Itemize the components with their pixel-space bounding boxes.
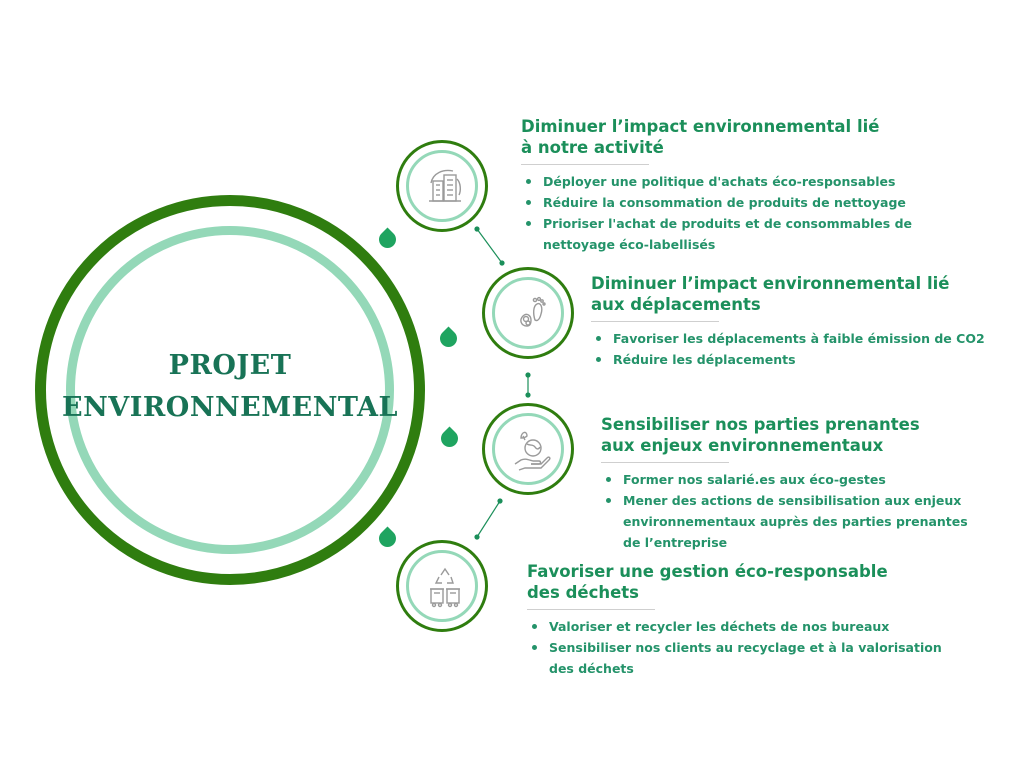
connector-dot: [474, 226, 480, 232]
section-title-line2: à notre activité: [521, 138, 664, 157]
section-title: Sensibiliser nos parties prenantes aux e…: [601, 414, 1011, 456]
connector-dot: [499, 260, 505, 266]
bullet-dot: [526, 179, 531, 184]
center-title-line2: ENVIRONNEMENTAL: [62, 392, 398, 423]
section-title: Diminuer l’impact environnemental lié au…: [591, 273, 1011, 315]
section-title-line1: Favoriser une gestion éco-responsable: [527, 562, 888, 581]
list-item: Réduire les déplacements: [591, 349, 1011, 370]
connector-line: [476, 500, 501, 538]
node-travel: [482, 267, 574, 359]
section-title-line1: Diminuer l’impact environnemental lié: [591, 274, 950, 293]
section-title: Favoriser une gestion éco-responsable de…: [527, 561, 947, 603]
list-item-text: Mener des actions de sensibilisation aux…: [623, 493, 962, 508]
list-item: Former nos salarié.es aux éco-gestes: [601, 469, 1011, 490]
list-item: Prioriser l'achat de produits et de cons…: [521, 213, 921, 255]
node-stakeholders-inner-ring: [492, 413, 564, 485]
section-divider: [527, 609, 655, 610]
node-travel-inner-ring: [492, 277, 564, 349]
list-item-text: Prioriser l'achat de produits et de cons…: [543, 216, 912, 231]
list-item-text: Sensibiliser nos clients au recyclage et…: [549, 640, 942, 655]
recycle-bins-icon: [430, 567, 460, 608]
list-item-text: Former nos salarié.es aux éco-gestes: [623, 472, 886, 487]
section-divider: [591, 321, 719, 322]
section-divider: [521, 164, 649, 165]
node-waste-inner-ring: [406, 550, 478, 622]
main-circle-outer-ring: [35, 195, 425, 585]
bullet-dot: [606, 477, 611, 482]
section-title-line1: Diminuer l’impact environnemental lié: [521, 117, 880, 136]
list-item-text: Réduire la consommation de produits de n…: [543, 195, 906, 210]
node-activity: [396, 140, 488, 232]
node-stakeholders: [482, 403, 574, 495]
bullet-dot: [526, 200, 531, 205]
center-title: PROJET ENVIRONNEMENTAL: [60, 345, 400, 429]
list-item: Sensibiliser nos clients au recyclage et…: [527, 637, 947, 679]
list-item-text-continued: environnementaux auprès des parties pren…: [623, 514, 968, 529]
node-waste: [396, 540, 488, 632]
section-list: Favoriser les déplacements à faible émis…: [591, 328, 1011, 370]
section-title-line2: aux déplacements: [591, 295, 761, 314]
bullet-dot: [532, 645, 537, 650]
leaf-icon: [375, 227, 400, 252]
section-list: Valoriser et recycler les déchets de nos…: [527, 616, 947, 679]
connector-dot: [497, 498, 503, 504]
buildings-icon: [429, 169, 462, 202]
section-travel: Diminuer l’impact environnemental lié au…: [591, 273, 1011, 370]
list-item-text: Favoriser les déplacements à faible émis…: [613, 331, 985, 346]
leaf-icon: [437, 426, 462, 451]
list-item-text-continued: nettoyage éco-labellisés: [543, 237, 716, 252]
list-item: Déployer une politique d'achats éco-resp…: [521, 171, 921, 192]
node-activity-inner-ring: [406, 150, 478, 222]
connector-dot: [525, 372, 531, 378]
bullet-dot: [532, 624, 537, 629]
list-item: Favoriser les déplacements à faible émis…: [591, 328, 1011, 349]
bullet-dot: [596, 336, 601, 341]
list-item-text: Déployer une politique d'achats éco-resp…: [543, 174, 896, 189]
section-waste: Favoriser une gestion éco-responsable de…: [527, 561, 947, 679]
leaf-icon: [375, 526, 400, 551]
section-divider: [601, 462, 729, 463]
section-title-line1: Sensibiliser nos parties prenantes: [601, 415, 920, 434]
connector-dot: [525, 392, 531, 398]
list-item: Mener des actions de sensibilisation aux…: [601, 490, 1011, 553]
section-title-line2: des déchets: [527, 583, 639, 602]
section-title: Diminuer l’impact environnemental lié à …: [521, 116, 921, 158]
list-item-text-continued: de l’entreprise: [623, 535, 728, 550]
hand-globe-icon: [514, 431, 551, 471]
center-title-line1: PROJET: [168, 350, 292, 381]
list-item-text: Réduire les déplacements: [613, 352, 796, 367]
connector-dot: [474, 534, 480, 540]
section-activity: Diminuer l’impact environnemental lié à …: [521, 116, 921, 255]
list-item-text: Valoriser et recycler les déchets de nos…: [549, 619, 890, 634]
footprint-icon: [520, 296, 546, 327]
bullet-dot: [526, 221, 531, 226]
section-list: Former nos salarié.es aux éco-gestes Men…: [601, 469, 1011, 553]
leaf-icon: [436, 326, 461, 351]
bullet-dot: [596, 357, 601, 362]
connector-line: [476, 228, 503, 264]
section-list: Déployer une politique d'achats éco-resp…: [521, 171, 921, 255]
section-title-line2: aux enjeux environnementaux: [601, 436, 884, 455]
list-item-text-continued: des déchets: [549, 661, 634, 676]
list-item: Valoriser et recycler les déchets de nos…: [527, 616, 947, 637]
main-circle-inner-ring: [66, 226, 394, 554]
list-item: Réduire la consommation de produits de n…: [521, 192, 921, 213]
section-stakeholders: Sensibiliser nos parties prenantes aux e…: [601, 414, 1011, 553]
bullet-dot: [606, 498, 611, 503]
